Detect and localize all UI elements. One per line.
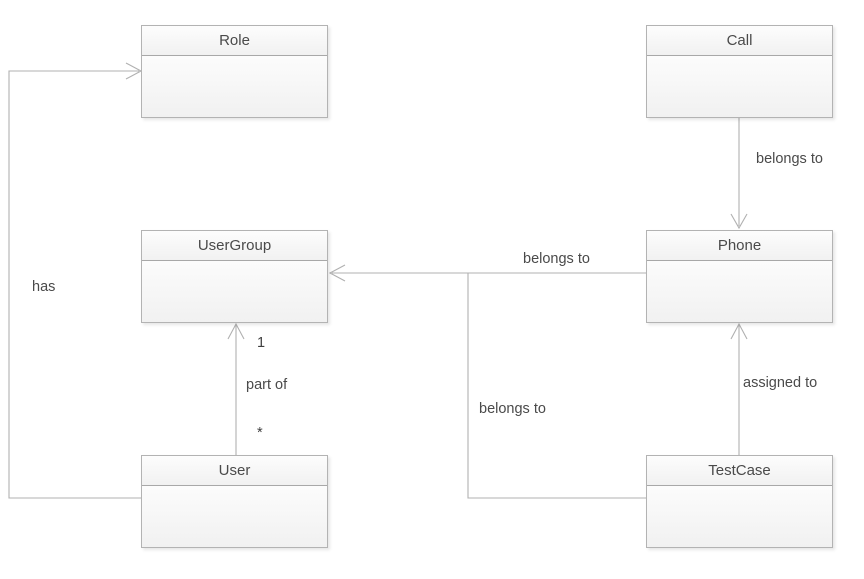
class-body-phone xyxy=(647,261,832,322)
edge-label-phone-usergroup: belongs to xyxy=(523,251,590,267)
multiplicity-usergroup-end: 1 xyxy=(257,335,266,351)
class-body-call xyxy=(647,56,832,117)
class-body-role xyxy=(142,56,327,117)
class-body-user xyxy=(142,486,327,547)
class-name-user: User xyxy=(142,456,327,486)
arrowhead-user-role xyxy=(125,62,143,80)
class-box-user[interactable]: User xyxy=(141,455,328,548)
edge-label-testcase-phone: assigned to xyxy=(743,375,818,391)
class-box-phone[interactable]: Phone xyxy=(646,230,833,323)
edge-label-user-role: has xyxy=(32,279,56,295)
class-name-usergroup: UserGroup xyxy=(142,231,327,261)
class-box-role[interactable]: Role xyxy=(141,25,328,118)
class-box-call[interactable]: Call xyxy=(646,25,833,118)
edge-testcase-usergroup xyxy=(467,273,646,499)
multiplicity-user-end: * xyxy=(257,425,263,441)
arrowhead-testcase-phone xyxy=(730,322,748,340)
class-box-testcase[interactable]: TestCase xyxy=(646,455,833,548)
class-name-call: Call xyxy=(647,26,832,56)
edge-label-testcase-usergroup: belongs to xyxy=(479,401,546,417)
arrowhead-phone-usergroup xyxy=(328,264,346,282)
class-body-usergroup xyxy=(142,261,327,322)
arrowhead-user-usergroup xyxy=(227,322,245,340)
arrowhead-call-phone xyxy=(730,213,748,230)
edge-label-call-phone: belongs to xyxy=(756,151,823,167)
edge-user-role xyxy=(8,70,141,499)
edge-label-user-usergroup: part of xyxy=(246,377,288,393)
class-name-role: Role xyxy=(142,26,327,56)
class-box-usergroup[interactable]: UserGroup xyxy=(141,230,328,323)
class-name-testcase: TestCase xyxy=(647,456,832,486)
class-name-phone: Phone xyxy=(647,231,832,261)
class-body-testcase xyxy=(647,486,832,547)
